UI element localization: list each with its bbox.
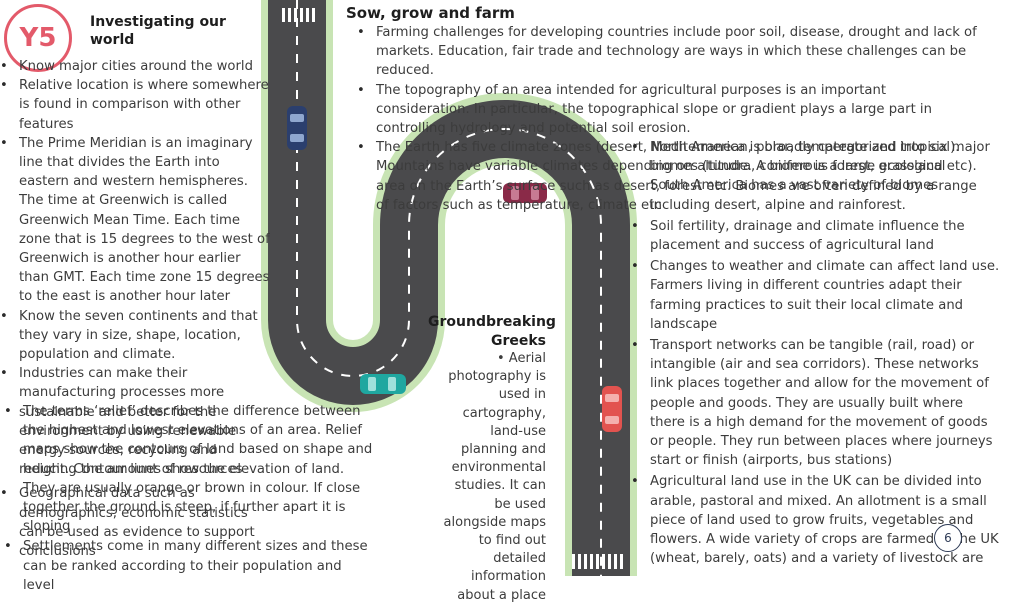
greek-heading: Groundbreaking Greeks xyxy=(428,314,556,349)
list-item: Settlements come in many different sizes… xyxy=(4,537,376,595)
right-list: North America is broadly categorized int… xyxy=(631,138,1001,568)
list-item: Soil fertility, drainage and climate inf… xyxy=(631,217,1001,255)
list-item: The Prime Meridian is an imaginary line … xyxy=(0,134,270,307)
road-center-line xyxy=(296,0,602,576)
page-number: 6 xyxy=(934,524,962,552)
greek-item: Aerial photography is used in cartograph… xyxy=(443,351,546,603)
bullet-icon: • xyxy=(496,351,509,366)
list-item: Relative location is where somewhere is … xyxy=(0,76,270,134)
year-badge-text: Y5 xyxy=(19,23,57,53)
list-item: Agricultural land use in the UK can be d… xyxy=(631,472,1001,568)
list-item: The topography of an area intended for a… xyxy=(357,81,977,139)
list-item: Transport networks can be tangible (rail… xyxy=(631,336,1001,470)
list-item: Know the seven continents and that they … xyxy=(0,307,270,365)
left-overlap-list: The terms ‘relief’ describes the differe… xyxy=(4,402,376,595)
car-blue xyxy=(287,106,307,150)
crossing-top xyxy=(282,8,315,22)
car-red xyxy=(602,386,622,432)
list-item: Changes to weather and climate can affec… xyxy=(631,257,1001,334)
greek-text: • Aerial photography is used in cartogra… xyxy=(440,350,546,605)
crossing-bottom xyxy=(572,554,623,569)
list-item: Know major cities around the world xyxy=(0,57,270,76)
left-heading: Investigating our world xyxy=(90,14,226,48)
list-item: North America is broadly categorized int… xyxy=(631,138,1001,215)
mid-heading: Sow, grow and farm xyxy=(346,4,515,22)
list-item: The terms ‘relief’ describes the differe… xyxy=(4,402,376,536)
list-item: Farming challenges for developing countr… xyxy=(357,23,977,81)
car-teal xyxy=(360,374,406,394)
